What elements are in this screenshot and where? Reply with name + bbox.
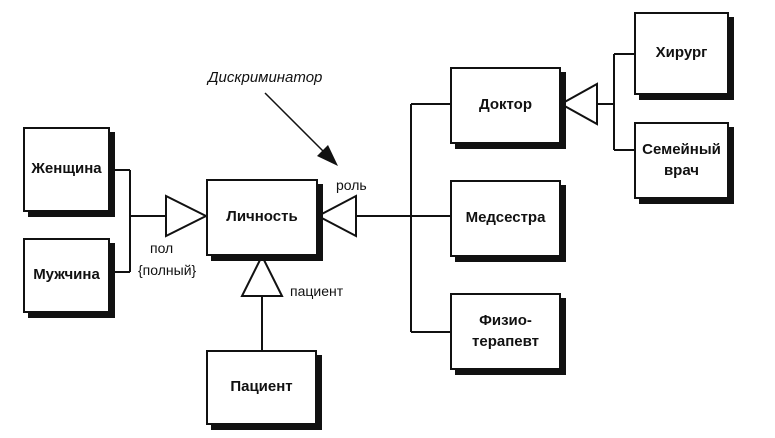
class-man-label: Мужчина — [33, 266, 100, 284]
generalization-triangle-gender — [165, 194, 209, 238]
class-family-doctor: Семейный врач — [634, 122, 729, 199]
class-surgeon: Хирург — [634, 12, 729, 95]
discriminator-arrow-line — [264, 92, 325, 153]
role-label: роль — [336, 177, 367, 193]
generalization-triangle-role — [315, 194, 357, 238]
class-doctor: Доктор — [450, 67, 561, 144]
class-nurse-label: Медсестра — [465, 209, 546, 227]
class-physiotherapist-label: Физио- терапевт — [472, 312, 539, 350]
connector-lines — [110, 53, 634, 350]
class-person-label: Личность — [226, 208, 298, 226]
class-surgeon-label: Хирург — [655, 44, 708, 62]
class-patient: Пациент — [206, 350, 317, 425]
patient-role-label: пациент — [290, 283, 344, 299]
class-person: Личность — [206, 179, 318, 256]
class-woman-label: Женщина — [31, 160, 102, 178]
class-doctor-label: Доктор — [478, 96, 532, 114]
class-nurse: Медсестра — [450, 180, 561, 257]
class-man: Мужчина — [23, 238, 110, 313]
class-physiotherapist: Физио- терапевт — [450, 293, 561, 370]
discriminator-arrowhead — [317, 145, 338, 166]
discriminator-label: Дискриминатор — [208, 69, 323, 86]
generalization-triangle-doctor — [558, 82, 598, 126]
generalization-triangle-patient — [240, 253, 284, 297]
class-patient-label: Пациент — [230, 378, 293, 396]
class-family-doctor-label: Семейный врач — [642, 141, 721, 179]
class-woman: Женщина — [23, 127, 110, 212]
complete-constraint-label: {полный} — [138, 262, 197, 278]
sex-label: пол — [150, 240, 174, 256]
